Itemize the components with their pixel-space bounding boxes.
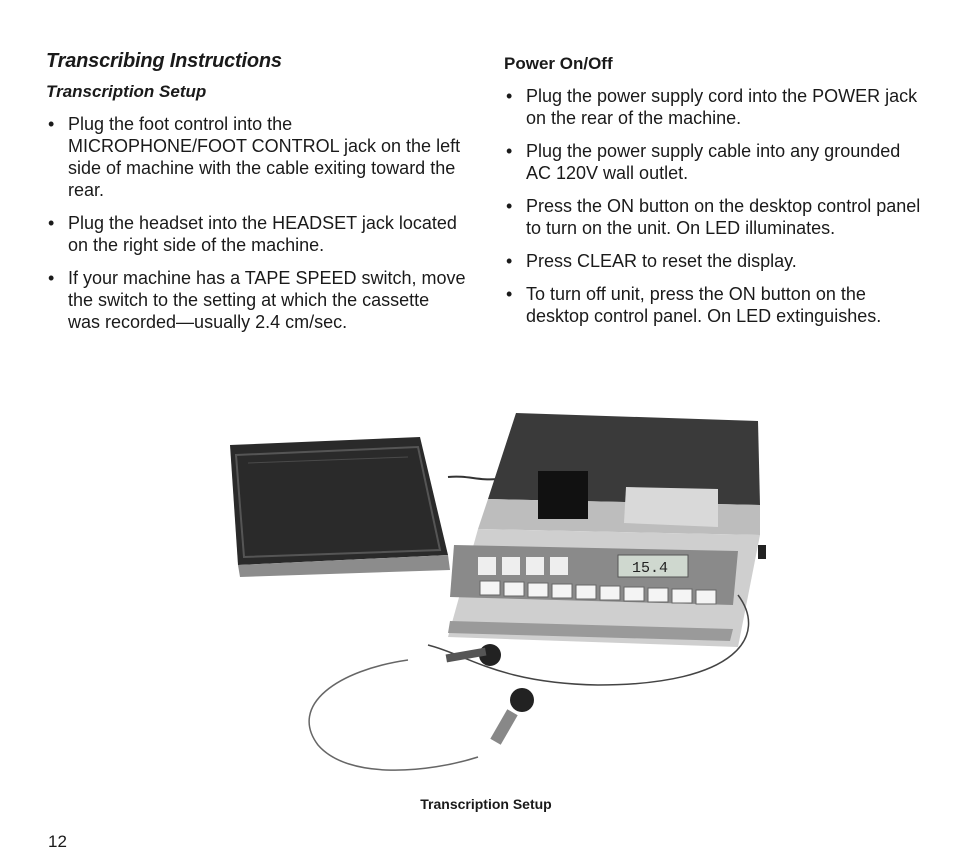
section-title: Transcribing Instructions	[46, 50, 282, 72]
display-readout: 15.4	[632, 560, 668, 577]
list-item: If your machine has a TAPE SPEED switch,…	[46, 267, 466, 333]
foot-control-illustration	[230, 437, 450, 577]
transcription-setup-figure: 15.4	[178, 405, 778, 785]
headset-illustration	[308, 594, 750, 771]
list-item: Plug the foot control into the MICROPHON…	[46, 113, 466, 201]
list-item: Plug the power supply cord into the POWE…	[504, 85, 924, 129]
list-item: To turn off unit, press the ON button on…	[504, 283, 924, 327]
page-number: 12	[48, 832, 67, 851]
foot-control-cable	[447, 475, 499, 481]
transcriber-machine-illustration: 15.4	[448, 413, 766, 647]
power-list: Plug the power supply cord into the POWE…	[504, 85, 924, 327]
left-column: Transcribing Instructions Transcription …	[46, 50, 466, 344]
list-item: Press the ON button on the desktop contr…	[504, 195, 924, 239]
list-item: Plug the headset into the HEADSET jack l…	[46, 212, 466, 256]
list-item: Plug the power supply cable into any gro…	[504, 140, 924, 184]
list-item: Press CLEAR to reset the display.	[504, 250, 924, 272]
right-column: Power On/Off Plug the power supply cord …	[504, 50, 924, 338]
figure-caption: Transcription Setup	[420, 796, 552, 812]
subsection-title: Transcription Setup	[46, 82, 207, 101]
setup-list: Plug the foot control into the MICROPHON…	[46, 113, 466, 333]
transcriber-illustration: 15.4	[230, 413, 766, 771]
power-heading: Power On/Off	[504, 54, 613, 73]
